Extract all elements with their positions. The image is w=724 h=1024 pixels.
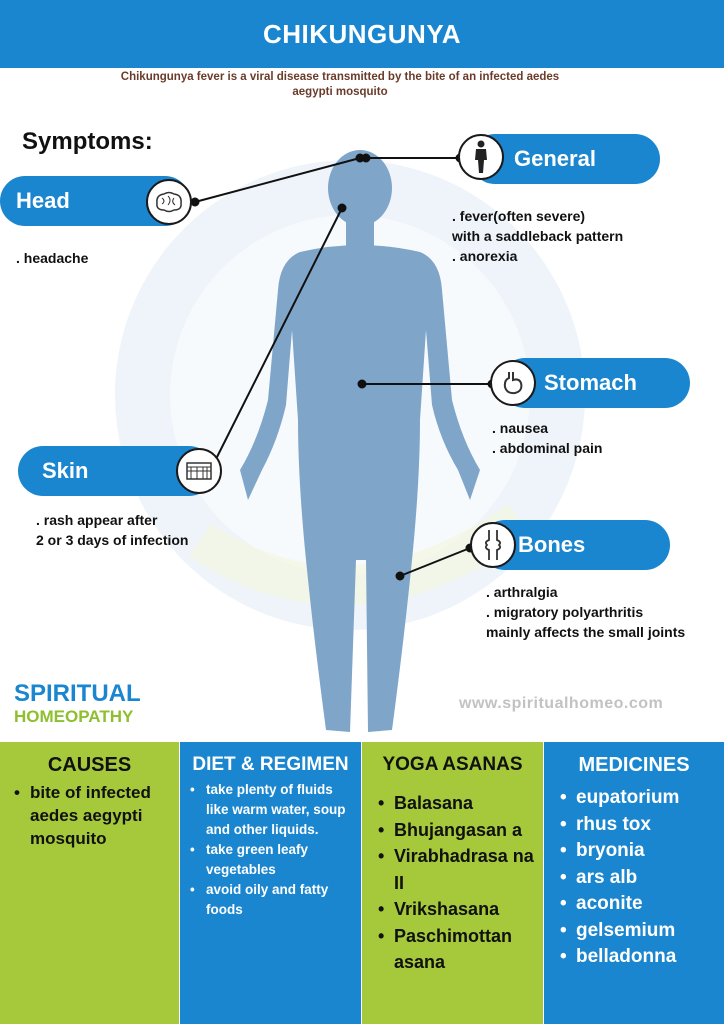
list-item: eupatorium <box>560 785 720 812</box>
skin-label: Skin <box>42 458 89 483</box>
general-label: General <box>514 146 596 171</box>
bones-symptom: mainly affects the small joints <box>486 624 686 640</box>
human-figure-icon <box>458 134 504 180</box>
causes-title: CAUSES <box>47 754 132 776</box>
diet-column: DIET & REGIMEN take plenty of fluids lik… <box>180 742 361 1024</box>
general-symptom-list: . fever(often severe) with a saddleback … <box>452 206 623 266</box>
stomach-label: Stomach <box>544 370 637 395</box>
list-item: avoid oily and fatty foods <box>190 880 357 920</box>
brand-name-line1: SPIRITUAL <box>14 680 141 707</box>
general-symptom: . fever(often severe) <box>452 208 586 224</box>
list-item: aconite <box>560 891 720 918</box>
bones-symptom: . migratory polyarthritis <box>486 604 644 620</box>
general-symptom: with a saddleback pattern <box>452 228 624 244</box>
medicines-title: MEDICINES <box>578 754 690 776</box>
list-item: Virabhadrasa na II <box>378 843 539 896</box>
stomach-symptom-list: . nausea . abdominal pain <box>492 418 602 458</box>
list-item: gelsemium <box>560 918 720 945</box>
list-item: Bhujangasan a <box>378 817 539 844</box>
skin-layers-icon <box>176 448 222 494</box>
list-item: bite of infected aedes aegypti mosquito <box>14 781 171 850</box>
stomach-symptom: . abdominal pain <box>492 440 603 456</box>
bones-symptom-list: . arthralgia . migratory polyarthritis m… <box>486 582 685 642</box>
skin-symptom: . rash appear after <box>36 512 158 528</box>
list-item: rhus tox <box>560 812 720 839</box>
symptoms-heading: Symptoms: <box>22 128 153 155</box>
bones-label: Bones <box>518 532 586 557</box>
diet-title: DIET & REGIMEN <box>192 754 349 775</box>
page-title: CHIKUNGUNYA <box>262 18 462 49</box>
head-symptom: . headache <box>16 250 89 266</box>
knee-joint-icon <box>470 522 516 568</box>
yoga-column: YOGA ASANAS Balasana Bhujangasan a Virab… <box>362 742 543 1024</box>
list-item: take green leafy vegetables <box>190 840 357 880</box>
stomach-icon <box>490 360 536 406</box>
title-banner: CHIKUNGUNYA <box>0 0 724 68</box>
skin-symptom: 2 or 3 days of infection <box>36 532 189 548</box>
bones-symptom: . arthralgia <box>486 584 558 600</box>
head-label: Head <box>16 188 70 213</box>
list-item: take plenty of fluids like warm water, s… <box>190 780 357 840</box>
head-symptom-list: . headache <box>16 248 88 268</box>
causes-list: bite of infected aedes aegypti mosquito <box>0 781 179 850</box>
medicines-column: MEDICINES eupatorium rhus tox bryonia ar… <box>544 742 724 1024</box>
yoga-list: Balasana Bhujangasan a Virabhadrasa na I… <box>362 790 543 976</box>
intro-text: Chikungunya fever is a viral disease tra… <box>120 71 560 98</box>
list-item: bryonia <box>560 838 720 865</box>
list-item: Paschimottan asana <box>378 923 539 976</box>
yoga-title: YOGA ASANAS <box>382 754 523 775</box>
stomach-symptom: . nausea <box>492 420 549 436</box>
diet-list: take plenty of fluids like warm water, s… <box>180 780 361 920</box>
skin-symptom-list: . rash appear after 2 or 3 days of infec… <box>36 510 188 550</box>
brand-name-line2: HOMEOPATHY <box>14 707 134 726</box>
general-symptom: . anorexia <box>452 248 518 264</box>
list-item: ars alb <box>560 865 720 892</box>
list-item: Vrikshasana <box>378 896 539 923</box>
causes-column: CAUSES bite of infected aedes aegypti mo… <box>0 742 179 1024</box>
website-url: www.spiritualhomeo.com <box>459 695 664 712</box>
list-item: Balasana <box>378 790 539 817</box>
brain-icon <box>146 179 192 225</box>
medicines-list: eupatorium rhus tox bryonia ars alb acon… <box>544 785 724 971</box>
list-item: belladonna <box>560 944 720 971</box>
